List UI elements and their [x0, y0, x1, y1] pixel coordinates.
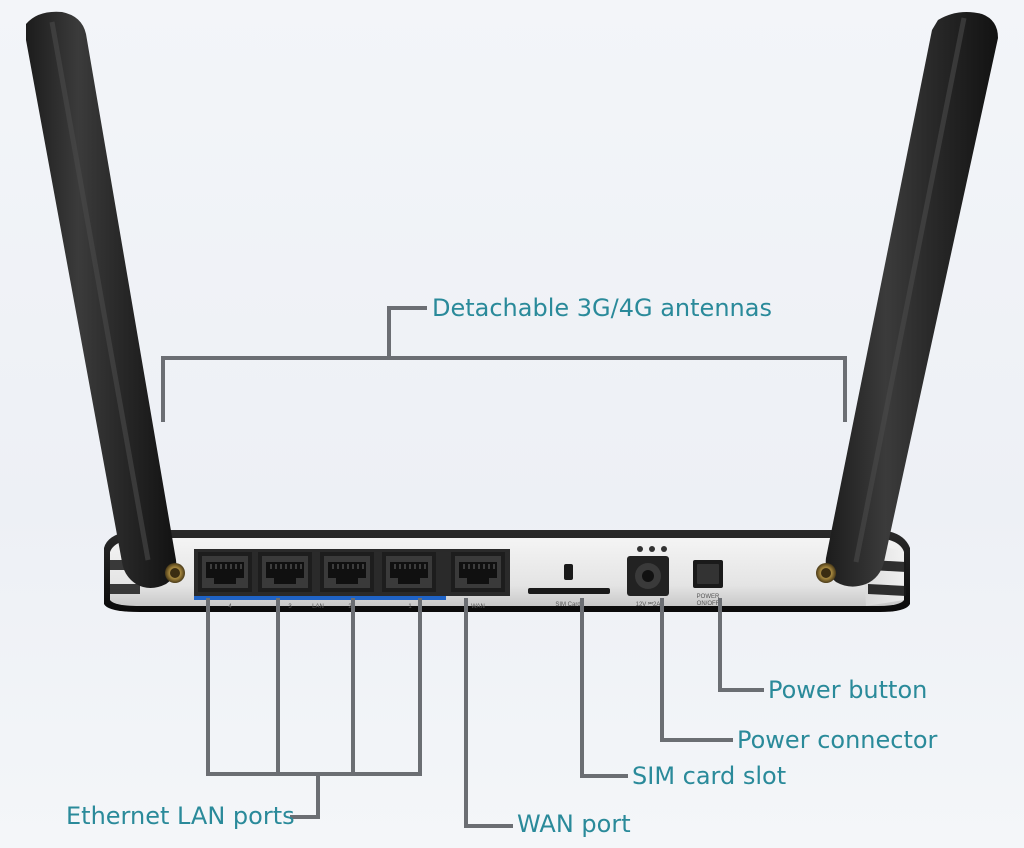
- lan-ports: 4 3 LAN 2 1: [194, 549, 446, 610]
- power-switch-label-line1: POWER: [697, 594, 720, 600]
- lan-port-number-3: 3: [288, 604, 292, 610]
- power-button-callout: Power button: [768, 676, 928, 704]
- sim-card-slot: SIM Card: [528, 564, 610, 608]
- sim-slot-leader: [580, 598, 628, 778]
- wan-port: WAN: [446, 549, 510, 610]
- antennas-leader: [161, 306, 847, 422]
- lan-label: LAN: [312, 604, 324, 610]
- antennas-callout: Detachable 3G/4G antennas: [432, 294, 772, 322]
- lan-port-number-2: 2: [348, 604, 352, 610]
- left-antenna: [26, 11, 185, 588]
- power-connector: 12V ⎃2A: [627, 546, 669, 608]
- lan-port-number-1: 1: [408, 604, 412, 610]
- lan-port-3: [257, 551, 313, 593]
- lan-color-strip: [194, 596, 446, 600]
- right-antenna: [816, 12, 998, 587]
- sim-card-label: SIM Card: [555, 602, 580, 608]
- wan-port-callout: WAN port: [517, 810, 631, 838]
- lan-ports-callout: Ethernet LAN ports: [66, 802, 295, 830]
- power-connector-leader: [660, 598, 733, 742]
- lan-ports-leader: [206, 598, 422, 819]
- power-connector-callout: Power connector: [737, 726, 938, 754]
- power-switch-label-line2: ON/OFF: [697, 601, 720, 607]
- lan-port-1: [381, 551, 437, 593]
- power-button-leader: [718, 598, 764, 692]
- sim-slot-callout: SIM card slot: [632, 762, 787, 790]
- power-spec-label: 12V ⎃2A: [636, 601, 661, 608]
- wan-port-leader: [464, 598, 513, 828]
- lan-port-2: [319, 551, 375, 593]
- lan-port-number-4: 4: [228, 604, 232, 610]
- lan-port-4: [197, 551, 253, 593]
- wan-label: WAN: [471, 604, 485, 610]
- power-switch: POWER ON/OFF: [693, 560, 723, 607]
